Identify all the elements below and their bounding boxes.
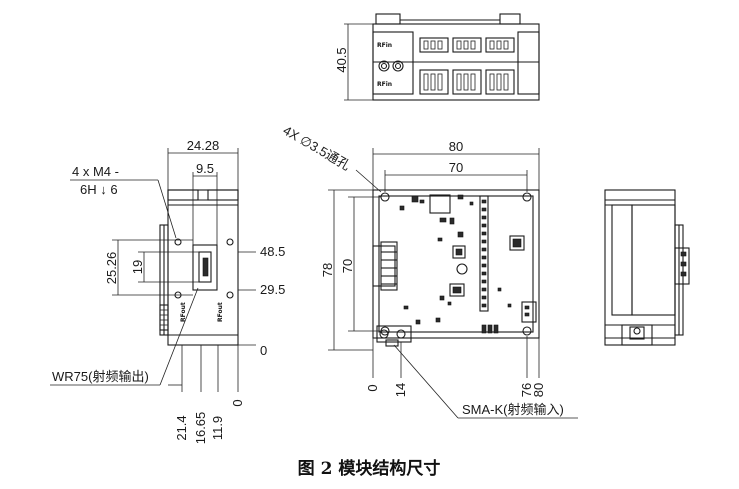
dim-front-14: 14	[393, 383, 408, 397]
top-vent-slots-upper	[419, 37, 515, 53]
left-label-rfout-1: RFout	[180, 302, 187, 322]
dim-bottom-16-65: 16.65	[193, 412, 208, 445]
front-view-body	[372, 189, 540, 339]
dim-height-70: 70	[340, 259, 355, 273]
mounting-hole-tr	[226, 238, 234, 246]
dim-front-80: 80	[531, 383, 546, 397]
sma-k-label: SMA-K(射频输入)	[462, 402, 564, 417]
left-label-rfout-2: RFout	[217, 302, 224, 322]
wr75-waveguide-flange	[192, 244, 218, 291]
dim-right-0: 0	[260, 343, 267, 358]
right-side-view	[604, 189, 690, 346]
through-hole-br	[522, 326, 532, 336]
wr75-label: WR75(射频输出)	[52, 369, 149, 384]
dim-vert-25-26: 25.26	[104, 252, 119, 285]
dim-width-70: 70	[449, 160, 463, 175]
dim-height-78: 78	[320, 263, 335, 277]
top-view: RFin RFin 40.5	[334, 13, 540, 101]
through-hole-tr	[522, 192, 532, 202]
dim-width-24-28: 24.28	[187, 138, 220, 153]
sma-k-connector	[376, 325, 412, 343]
mounting-hole-tl	[174, 238, 182, 246]
top-label-rfin-1: RFin	[377, 42, 392, 49]
dim-right-29-5: 29.5	[260, 282, 285, 297]
dim-bottom-0: 0	[230, 399, 245, 406]
through-hole-note: 4X ∅3.5通孔	[281, 123, 353, 173]
dim-right-48-5: 48.5	[260, 244, 285, 259]
hole-note-line2: 6H ↓ 6	[80, 182, 118, 197]
top-sma-connector	[378, 60, 390, 72]
dim-vert-19: 19	[130, 260, 145, 274]
dim-width-80: 80	[449, 139, 463, 154]
right-view-body	[604, 189, 676, 346]
dim-front-0: 0	[365, 384, 380, 391]
dim-front-76: 76	[519, 383, 534, 397]
figure-caption: 图 2 模块结构尺寸	[298, 458, 441, 479]
front-view: 4X ∅3.5通孔 80 70 78 70 0 14 76 80 SM	[281, 123, 578, 419]
dim-bottom-21-4: 21.4	[174, 415, 189, 440]
power-connector	[372, 241, 398, 291]
top-label-rfin-2: RFin	[377, 81, 392, 88]
top-vent-slots-lower	[419, 69, 515, 95]
dim-bottom-11-9: 11.9	[210, 416, 225, 440]
hole-note-line1: 4 x M4 -	[72, 164, 119, 179]
left-side-view: RFout RFout 24.28 9.5 4 x M4 - 6H ↓ 6 25…	[50, 138, 285, 444]
dim-inner-9-5: 9.5	[196, 161, 214, 176]
mounting-hole-br	[226, 291, 234, 299]
dim-height-40-5: 40.5	[334, 47, 349, 72]
pin-header	[479, 195, 489, 312]
